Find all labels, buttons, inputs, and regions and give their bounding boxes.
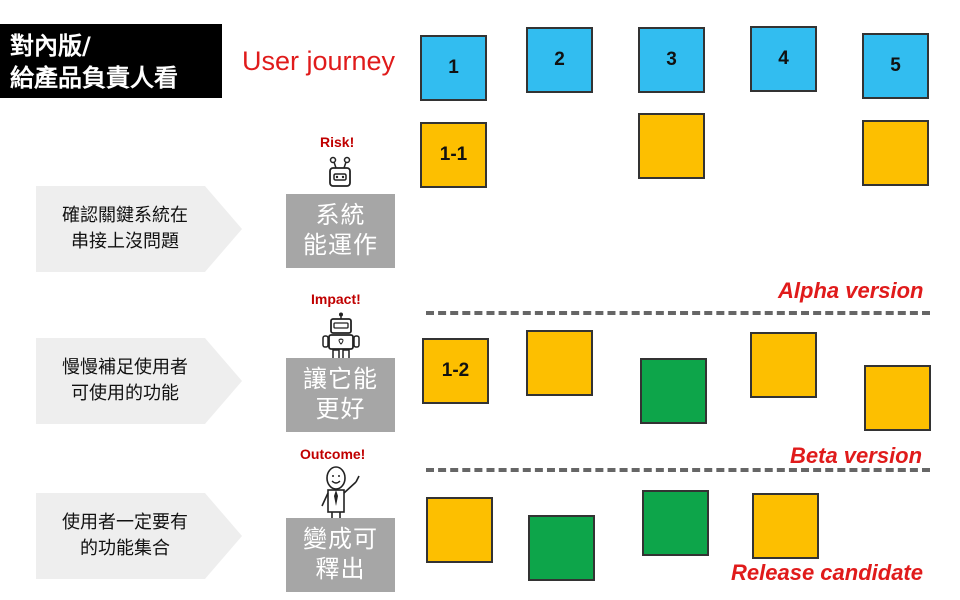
- title-line-1: 對內版/: [10, 32, 91, 60]
- beta-divider: [426, 468, 930, 472]
- title-banner: 對內版/ 給產品負責人看: [0, 24, 222, 98]
- impact-tag: Impact!: [311, 291, 361, 307]
- goal-arrow-1: [36, 186, 242, 272]
- goal-arrow-2: [36, 338, 242, 424]
- outcome-tile-4: [752, 493, 819, 559]
- goal-text-3: 使用者一定要有 的功能集合: [40, 510, 210, 562]
- focus-box-2: 讓它能 更好: [286, 358, 395, 432]
- impact-tile-3: [640, 358, 707, 424]
- outcome-tag: Outcome!: [300, 446, 366, 462]
- outcome-tile-2: [528, 515, 595, 581]
- journey-step-3: 3: [638, 27, 705, 93]
- risk-tile-3: [638, 113, 705, 179]
- focus-3-line-2: 釋出: [315, 555, 366, 583]
- focus-1-line-2: 能運作: [303, 231, 378, 259]
- goal-2-line-1: 慢慢補足使用者: [62, 357, 188, 378]
- journey-step-2: 2: [526, 27, 593, 93]
- goal-3-line-2: 的功能集合: [80, 538, 170, 559]
- user-journey-label: User journey: [242, 46, 396, 76]
- focus-box-1: 系統 能運作: [286, 194, 395, 268]
- impact-tile-1: 1-2: [422, 338, 489, 404]
- focus-1-line-1: 系統: [315, 201, 366, 229]
- outcome-tile-3: [642, 490, 709, 556]
- alpha-divider: [426, 311, 930, 315]
- impact-tile-2: [526, 330, 593, 396]
- impact-tile-5: [864, 365, 931, 431]
- focus-2-line-1: 讓它能: [303, 365, 378, 393]
- goal-3-line-1: 使用者一定要有: [62, 512, 188, 533]
- focus-3-line-1: 變成可: [303, 525, 378, 553]
- robot-head-icon: [329, 156, 351, 187]
- focus-box-3: 變成可 釋出: [286, 518, 395, 592]
- impact-tile-4: [750, 332, 817, 398]
- focus-2-line-2: 更好: [315, 395, 366, 423]
- risk-tile-1: 1-1: [420, 122, 487, 188]
- goal-1-line-1: 確認關鍵系統在: [62, 205, 188, 226]
- beta-version-label: Beta version: [790, 443, 923, 468]
- robot-icon: [322, 312, 360, 361]
- outcome-tile-1: [426, 497, 493, 563]
- release-candidate-label: Release candidate: [731, 560, 923, 585]
- risk-tile-5: [862, 120, 929, 186]
- risk-tag: Risk!: [320, 134, 355, 150]
- goal-2-line-2: 可使用的功能: [71, 383, 179, 404]
- goal-1-line-2: 串接上沒問題: [71, 231, 179, 252]
- journey-step-1: 1: [420, 35, 487, 101]
- journey-step-4: 4: [750, 26, 817, 92]
- goal-arrow-3: [36, 493, 242, 579]
- goal-text-2: 慢慢補足使用者 可使用的功能: [40, 355, 210, 407]
- alpha-version-label: Alpha version: [778, 278, 924, 303]
- person-cheering-icon: [321, 466, 360, 519]
- goal-text-1: 確認關鍵系統在 串接上沒問題: [40, 203, 210, 255]
- title-line-2: 給產品負責人看: [10, 64, 178, 92]
- journey-step-5: 5: [862, 33, 929, 99]
